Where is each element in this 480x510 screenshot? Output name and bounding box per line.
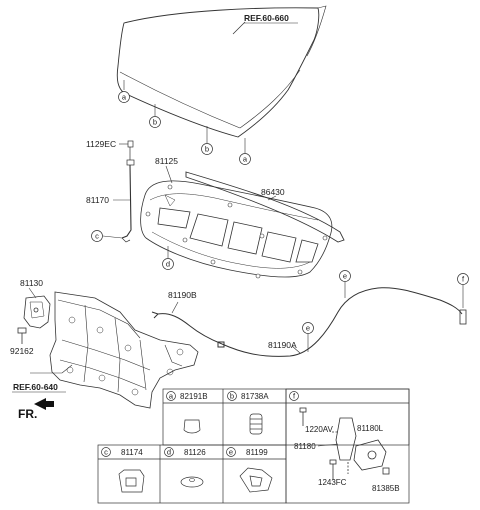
label-92162: 92162 [10,346,34,356]
hood-marker-a-left: a [118,80,130,103]
svg-text:81738A: 81738A [241,392,269,401]
svg-text:81174: 81174 [121,448,143,457]
svg-text:a: a [243,155,248,164]
frame-ref-label: REF.60-640 [13,382,58,392]
hood-latch-81130 [23,295,51,329]
svg-text:a: a [122,93,127,102]
radiator-support-frame [49,291,199,409]
clip-81126-icon [180,476,204,488]
label-81170: 81170 [86,195,109,205]
svg-text:81126: 81126 [184,448,206,457]
label-81125: 81125 [155,156,178,166]
insulator-marker-d: d [162,246,174,270]
legend-cell-b: b 81738A [227,391,269,435]
legend-cell-e: e 81199 [226,447,273,493]
cable-marker-e-right: e [339,270,351,298]
hood-marker-b-right: b [201,126,213,155]
bumper-82191B-icon [183,419,201,434]
label-81190A: 81190A [268,340,297,350]
svg-text:81199: 81199 [246,448,268,457]
label-81180: 81180 [294,442,316,451]
cable-marker-f: f [457,273,469,308]
hood-panel [116,5,327,138]
buffer-81738A-icon [249,413,263,435]
label-1129EC: 1129EC [86,139,116,149]
label-81190B: 81190B [168,290,197,300]
svg-text:b: b [230,392,234,401]
svg-text:e: e [306,324,310,333]
label-1220AV: 1220AV [305,425,334,434]
hood-weatherstrip [185,171,345,243]
clamp-81199-icon [239,467,273,493]
svg-text:c: c [104,448,108,457]
svg-text:e: e [229,448,233,457]
legend-cell-a: a 82191B [166,391,208,434]
insulator-clips [145,184,328,279]
stay-marker-c: c [91,230,123,242]
svg-text:d: d [167,448,171,457]
legend-cell-d: d 81126 [164,447,206,488]
hood-latch-assembly-icon [299,407,390,480]
label-81130: 81130 [20,278,43,288]
svg-text:f: f [293,392,296,401]
label-86430: 86430 [261,187,285,197]
release-cable-81190B [151,311,223,345]
svg-text:a: a [169,392,174,401]
svg-text:c: c [95,232,99,241]
hood-insulator [140,180,333,278]
svg-text:82191B: 82191B [180,392,208,401]
label-81385B: 81385B [372,484,400,493]
legend-cell-c: c 81174 [101,447,145,493]
cable-marker-e-middle: e [302,322,314,352]
legend-table [97,388,410,504]
legend-cell-f: f 1220AV 81180L 81180 1243FC 81385B [289,391,400,493]
svg-text:b: b [205,145,209,154]
hood-stay [121,140,135,243]
label-81180L: 81180L [357,424,384,433]
svg-text:d: d [166,260,170,269]
frame-holes [66,316,184,396]
release-cable-81190A [217,287,463,357]
bolt-92162 [17,327,27,344]
svg-text:f: f [462,275,465,284]
cable-end-clip [459,309,467,325]
svg-text:FR.: FR. [18,407,37,421]
svg-text:e: e [343,272,347,281]
svg-text:b: b [153,118,157,127]
clip-81174-icon [118,469,145,493]
hood-marker-a-right: a [239,138,251,165]
front-direction-arrow: FR. [18,398,54,421]
hood-marker-b-left: b [149,104,161,128]
label-1243FC: 1243FC [318,478,347,487]
hood-ref-label: REF.60-660 [244,13,289,23]
